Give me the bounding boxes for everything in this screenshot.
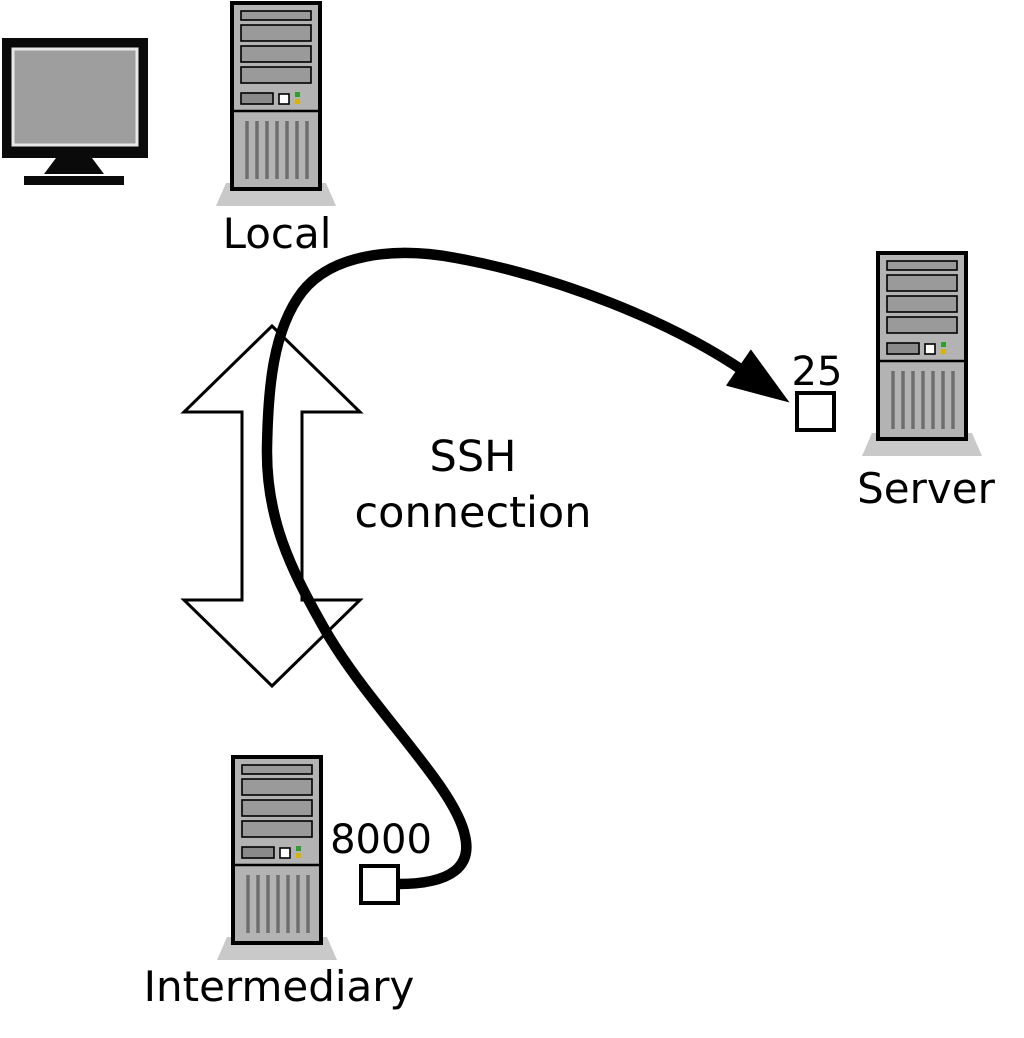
ssh-connection-line2: connection <box>354 487 592 538</box>
server-computer-icon <box>860 251 984 458</box>
intermediary-computer-icon <box>215 755 339 962</box>
ssh-connection-line1: SSH <box>429 432 517 482</box>
local-label: Local <box>222 209 332 258</box>
port-8000-box <box>359 864 400 905</box>
port-8000-label: 8000 <box>330 817 432 863</box>
port-25-box <box>795 391 836 432</box>
intermediary-label: Intermediary <box>143 962 415 1011</box>
port-25-label: 25 <box>791 349 843 395</box>
monitor-icon <box>2 38 148 185</box>
server-label: Server <box>857 464 995 513</box>
ssh-tunnel-line <box>261 247 790 890</box>
local-computer-icon <box>214 1 338 208</box>
ssh-connection-label: SSH connection <box>355 430 592 542</box>
